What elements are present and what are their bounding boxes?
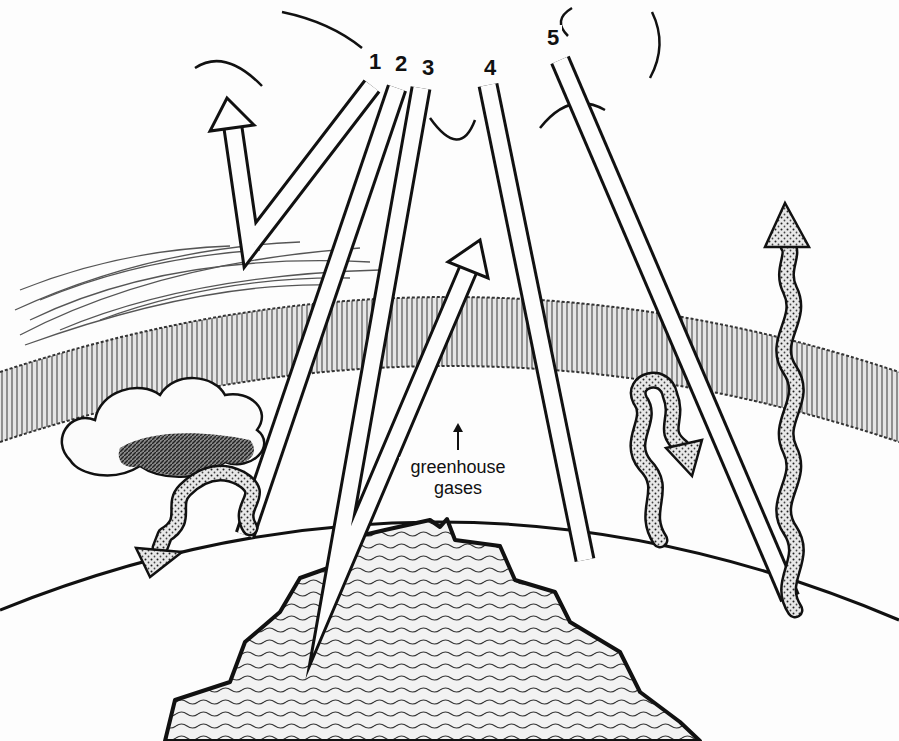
callout-number: 5: [544, 25, 562, 50]
arrowhead: [136, 548, 182, 577]
callout-number: 4: [481, 55, 499, 80]
arrowhead: [666, 440, 702, 476]
arrowhead: [448, 240, 488, 278]
layer-label: greenhouse gases: [399, 457, 517, 498]
water: [165, 519, 700, 741]
cloud: [62, 378, 264, 477]
radiation-arrows: [233, 60, 790, 598]
callout-number: 2: [392, 51, 410, 76]
arrowhead: [210, 98, 254, 131]
infrared-arrows: [160, 246, 796, 610]
callout-number: 3: [419, 55, 437, 80]
pointer-arrow: [453, 423, 463, 450]
callout-number: 1: [366, 49, 384, 74]
arrowhead: [765, 203, 809, 247]
